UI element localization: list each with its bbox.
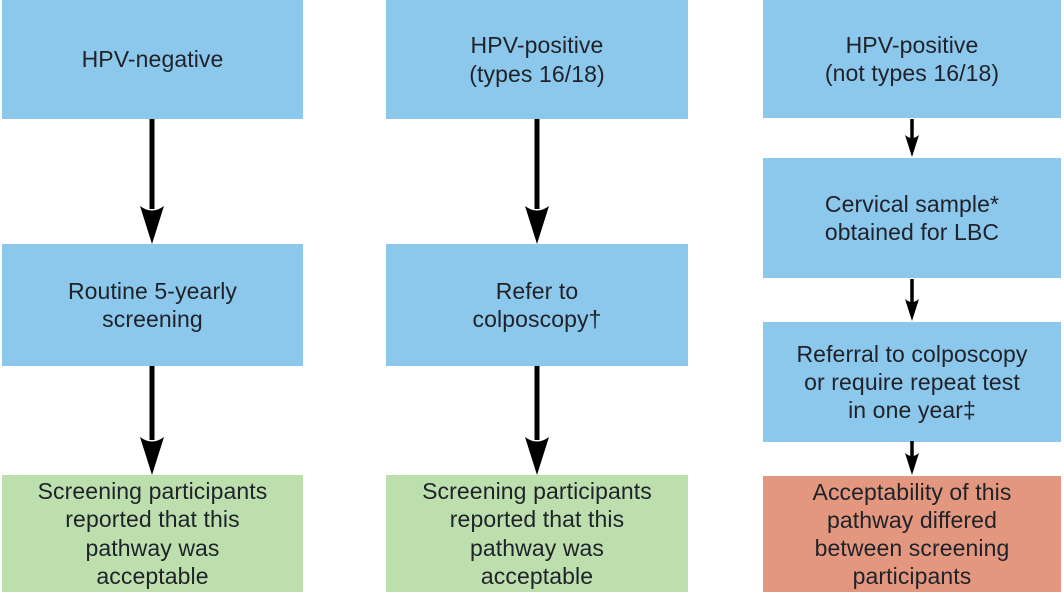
box-outcome-acceptable-2-label: Screening participants reported that thi… (422, 478, 652, 589)
down-arrow (140, 119, 164, 244)
box-outcome-acceptable-1: Screening participants reported that thi… (2, 475, 303, 592)
box-refer-colposcopy-label: Refer to colposcopy† (472, 277, 602, 332)
box-hpv-positive-16-18-label: HPV-positive (types 16/18) (469, 32, 605, 87)
box-outcome-acceptable-1-label: Screening participants reported that thi… (37, 478, 268, 589)
box-referral-or-repeat-test: Referral to colposcopy or require repeat… (763, 322, 1061, 442)
box-referral-or-repeat-test-label: Referral to colposcopy or require repeat… (796, 340, 1028, 424)
down-arrow (905, 279, 919, 321)
down-arrow (905, 119, 919, 157)
box-hpv-positive-not-16-18: HPV-positive (not types 16/18) (763, 0, 1061, 118)
box-cervical-sample-lbc: Cervical sample* obtained for LBC (763, 158, 1061, 278)
box-outcome-acceptability-differed: Acceptability of this pathway differed b… (763, 476, 1061, 592)
box-outcome-acceptability-differed-label: Acceptability of this pathway differed b… (812, 478, 1012, 590)
down-arrow (905, 441, 919, 475)
down-arrow (140, 366, 164, 475)
box-routine-screening-label: Routine 5-yearly screening (67, 277, 238, 332)
down-arrow (525, 119, 549, 244)
box-hpv-negative-label: HPV-negative (81, 46, 224, 73)
box-hpv-negative: HPV-negative (2, 0, 303, 119)
box-refer-colposcopy: Refer to colposcopy† (386, 244, 688, 366)
down-arrow (525, 366, 549, 475)
box-hpv-positive-not-16-18-label: HPV-positive (not types 16/18) (824, 31, 1000, 86)
box-routine-screening: Routine 5-yearly screening (2, 244, 303, 366)
box-cervical-sample-lbc-label: Cervical sample* obtained for LBC (824, 190, 1000, 245)
box-hpv-positive-16-18: HPV-positive (types 16/18) (386, 0, 688, 119)
box-outcome-acceptable-2: Screening participants reported that thi… (386, 475, 688, 592)
